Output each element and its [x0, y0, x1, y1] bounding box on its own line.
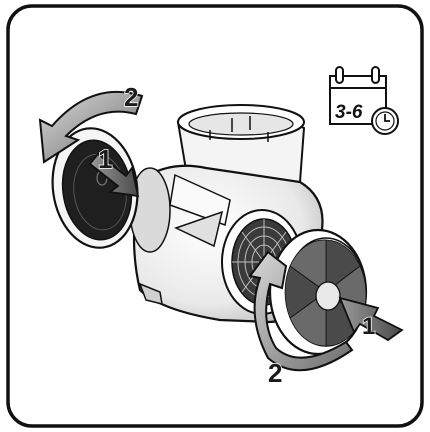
interval-text: 3-6 — [335, 102, 363, 123]
step-2-label-left: 2 — [124, 82, 138, 112]
step-1-label-right: 1 — [362, 313, 375, 340]
right-carbon-filter — [270, 230, 366, 354]
step-1-label-left: 1 — [98, 144, 112, 174]
step-2-label-right: 2 — [268, 358, 282, 388]
